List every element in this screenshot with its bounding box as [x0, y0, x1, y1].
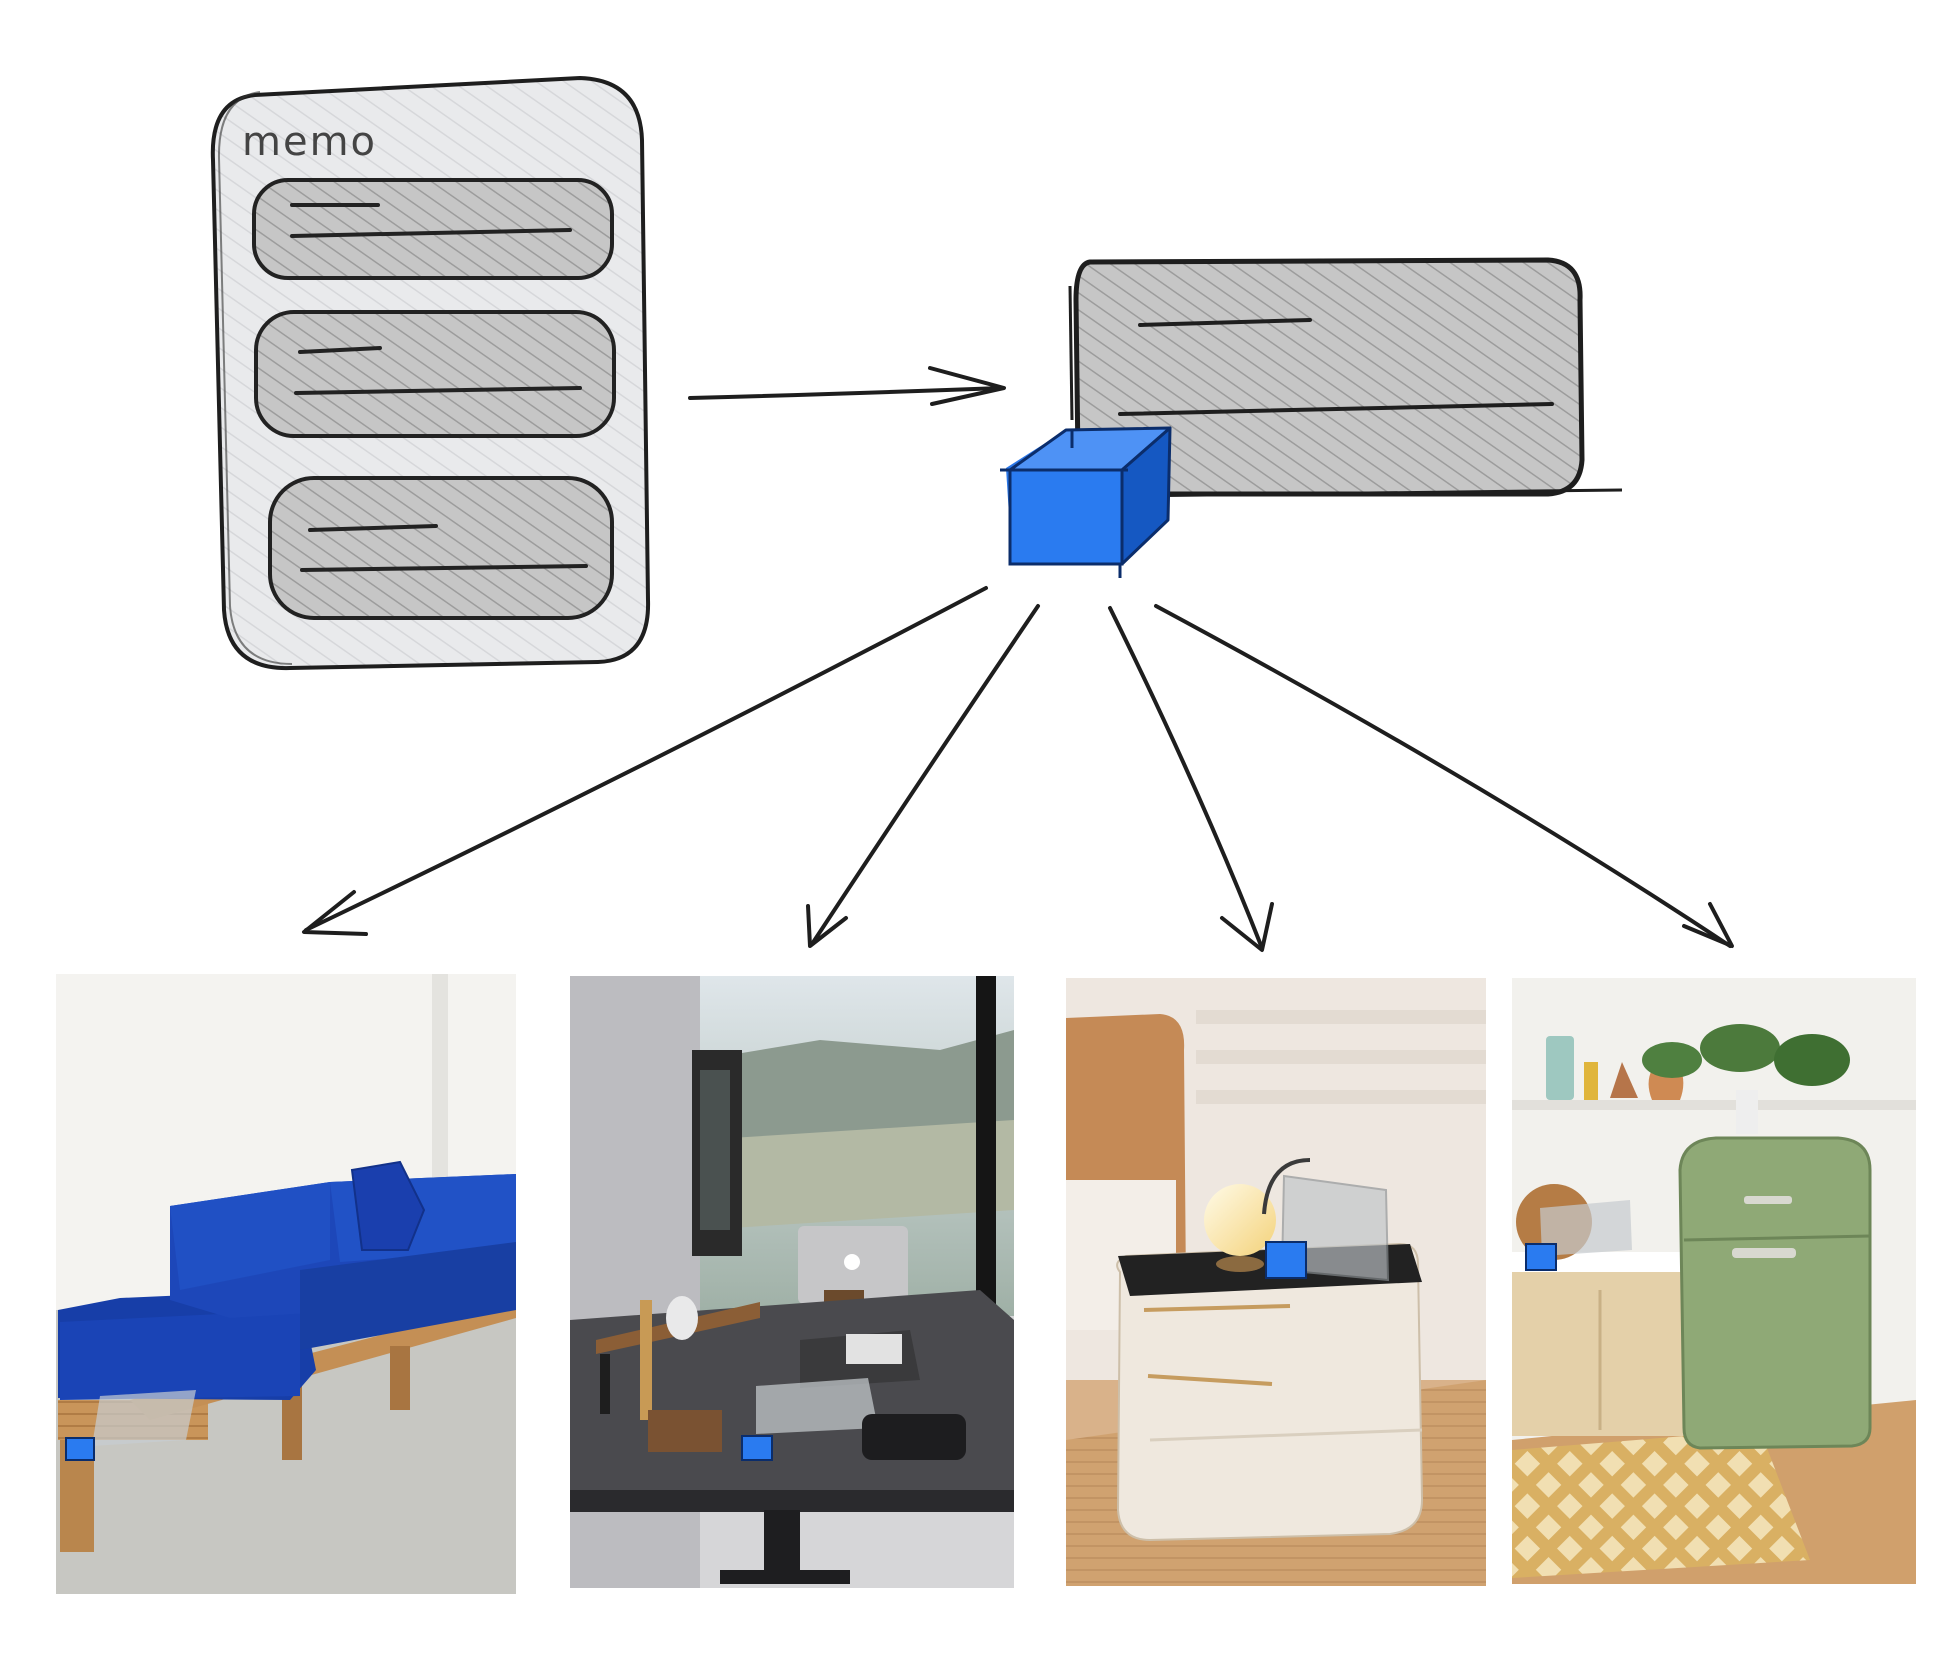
memo-item	[252, 178, 614, 280]
arrow-down-icon	[806, 604, 1040, 948]
arrow-down-icon	[1108, 606, 1274, 952]
memo-title: memo	[242, 119, 377, 165]
memo-item	[254, 310, 616, 438]
photo-nightstand	[1066, 978, 1486, 1586]
cube-icon	[1000, 426, 1172, 578]
arrow-down-icon	[1154, 604, 1734, 948]
detail-card	[1068, 257, 1623, 498]
memo-item	[268, 476, 614, 620]
photo-blue-sofa	[56, 974, 516, 1594]
arrow-right-icon	[688, 366, 1006, 406]
memo-panel: memo	[210, 76, 651, 671]
photo-desk-setup	[570, 976, 1014, 1588]
arrow-down-icon	[302, 586, 988, 936]
photo-kitchen-fridge	[1512, 978, 1916, 1584]
